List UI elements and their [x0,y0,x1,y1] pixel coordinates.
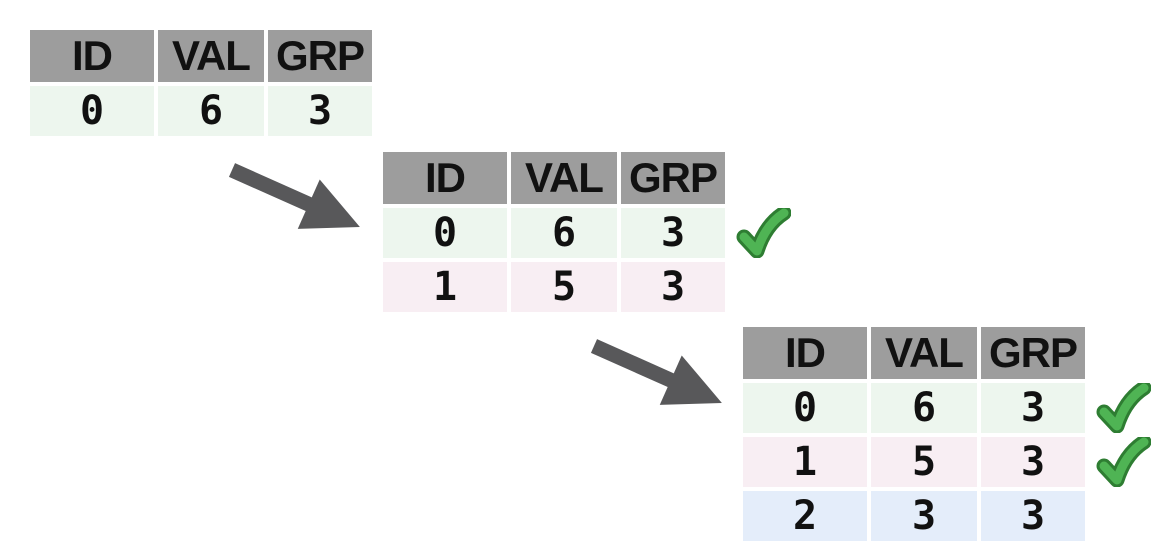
column-header-cell: VAL [511,152,617,204]
header-spacer [376,30,440,82]
column-header-cell: ID [383,152,507,204]
table-cell: 3 [268,86,372,136]
table-cell: 5 [511,262,617,312]
column-header-cell: GRP [981,327,1085,379]
table-cell: 1 [383,262,507,312]
checkmark-icon [1096,437,1151,487]
checkmark-icon [1096,383,1151,433]
arrow-icon [590,339,722,405]
arrow-icon [228,163,360,229]
checkmark-slot [1089,437,1153,487]
table-cell: 0 [30,86,154,136]
table-cell: 0 [743,383,867,433]
table-cell: 5 [871,437,977,487]
table-cell: 6 [511,208,617,258]
table-cell: 6 [158,86,264,136]
column-header-cell: ID [30,30,154,82]
table-cell: 3 [871,491,977,541]
table-cell: 0 [383,208,507,258]
table-cell: 6 [871,383,977,433]
column-header-cell: ID [743,327,867,379]
empty-slot [376,86,440,136]
header-spacer [1089,327,1153,379]
checkmark-slot [1089,383,1153,433]
table-cell: 2 [743,491,867,541]
table-cell: 3 [981,491,1085,541]
table-cell: 1 [743,437,867,487]
empty-slot [1089,491,1153,541]
empty-slot [729,262,793,312]
column-header-cell: VAL [871,327,977,379]
checkmark-slot [729,208,793,258]
table-cell: 3 [621,208,725,258]
checkmark-icon [736,208,791,258]
table-cell: 3 [981,437,1085,487]
table-cell: 3 [981,383,1085,433]
column-header-cell: GRP [621,152,725,204]
table-cell: 3 [621,262,725,312]
column-header-cell: VAL [158,30,264,82]
header-spacer [729,152,793,204]
column-header-cell: GRP [268,30,372,82]
